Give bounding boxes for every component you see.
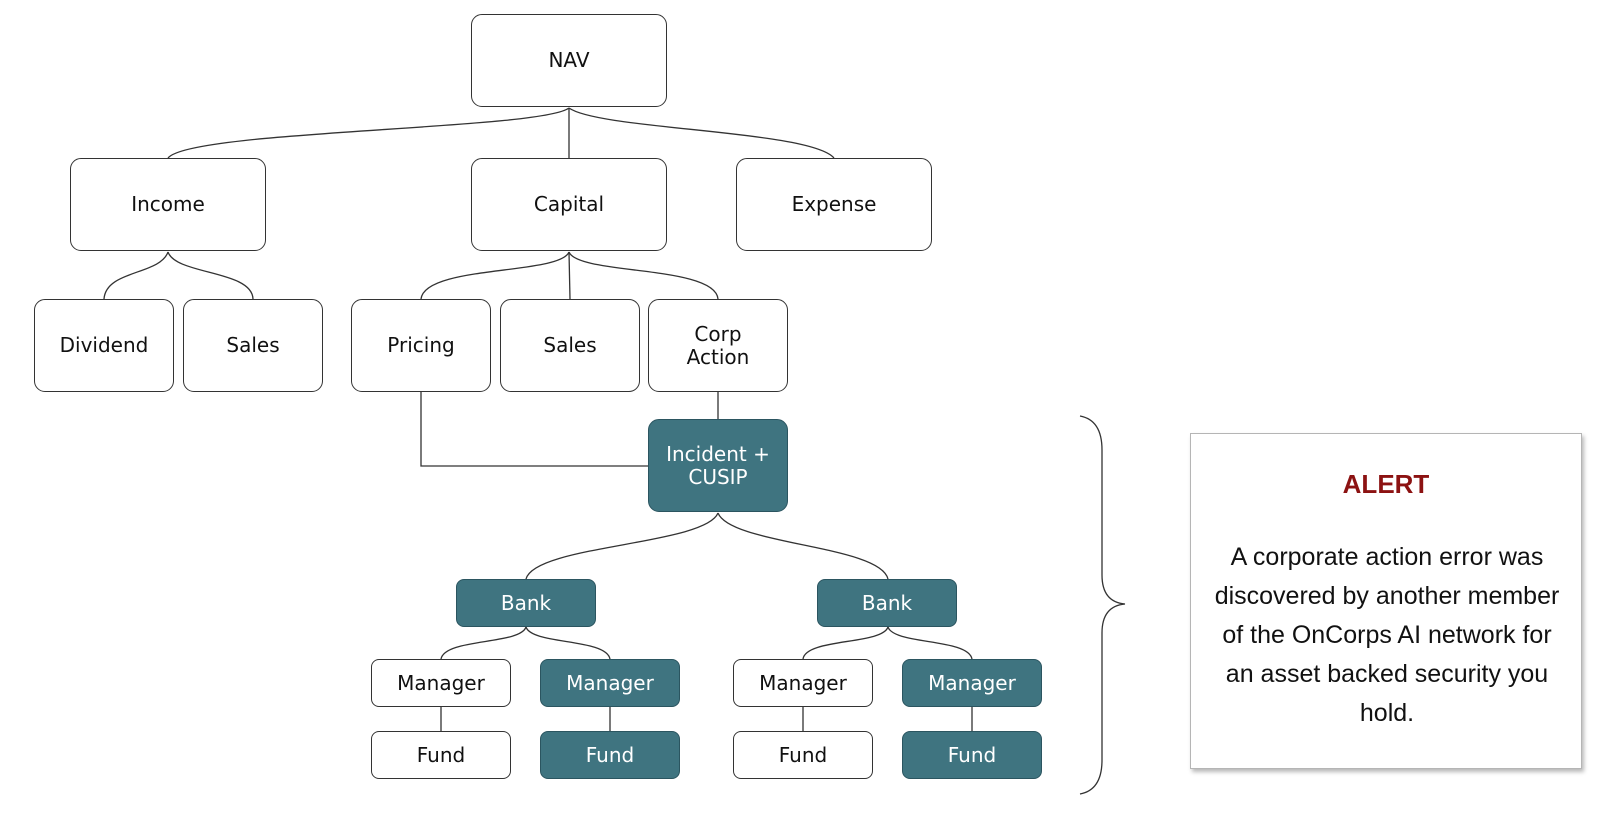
edge-income-sales [167,251,254,300]
node-bank-2: Bank [817,579,957,627]
node-manager-2: Manager [540,659,680,707]
edge-capital-corp-action [568,251,719,300]
node-nav: NAV [471,14,667,107]
node-manager-3: Manager [733,659,873,707]
node-manager-1: Manager [371,659,511,707]
node-fund-1: Fund [371,731,511,779]
group-brace [1079,415,1126,795]
edge-incident-bank-1 [525,512,719,580]
alert-panel: ALERT A corporate action error was disco… [1190,433,1582,769]
node-dividend: Dividend [34,299,174,392]
node-capital-sales: Sales [500,299,640,392]
node-pricing: Pricing [351,299,491,392]
edge-incident-bank-2 [717,512,889,580]
edge-capital-pricing [420,251,570,300]
alert-title: ALERT [1342,469,1430,499]
edge-bank1-manager-1 [440,626,527,660]
edge-income-dividend [103,251,169,300]
node-capital: Capital [471,158,667,251]
edge-bank2-manager-2 [887,626,973,660]
edge-nav-income [167,107,570,159]
edge-capital-sales [568,251,571,300]
node-bank-1: Bank [456,579,596,627]
edge-nav-expense [568,107,835,159]
node-expense: Expense [736,158,932,251]
node-incident-cusip: Incident + CUSIP [648,419,788,512]
node-fund-3: Fund [733,731,873,779]
edge-pricing-incident [420,392,648,467]
edge-bank1-manager-2 [525,626,611,660]
node-corp-action: Corp Action [648,299,788,392]
node-income: Income [70,158,266,251]
node-income-sales: Sales [183,299,323,392]
node-manager-4: Manager [902,659,1042,707]
edge-bank2-manager-1 [802,626,889,660]
alert-message: A corporate action error was discovered … [1214,543,1560,727]
node-fund-2: Fund [540,731,680,779]
node-fund-4: Fund [902,731,1042,779]
